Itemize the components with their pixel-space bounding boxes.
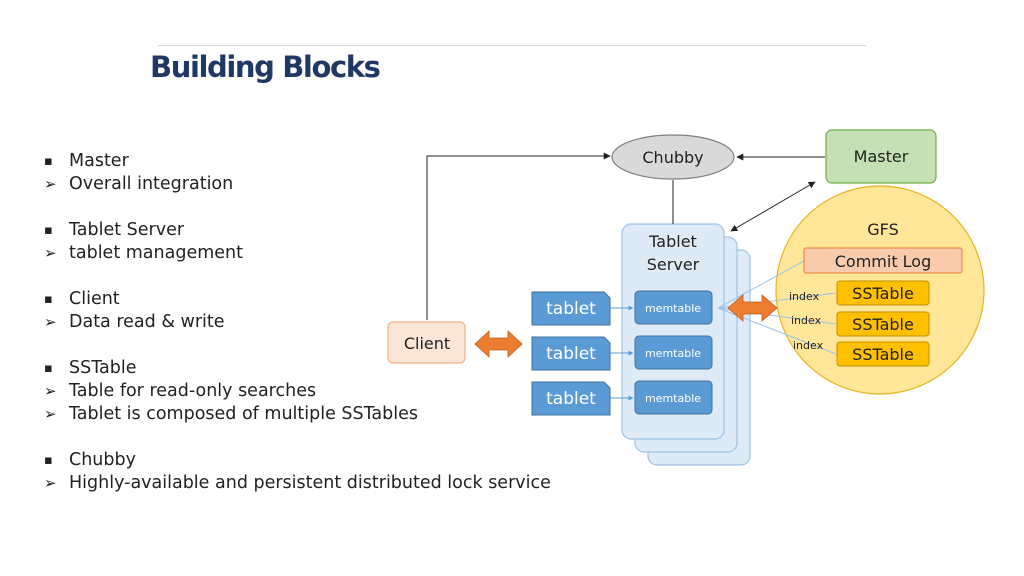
sstable-label-1: SSTable: [852, 284, 914, 303]
memtable-box-3: [634, 380, 713, 415]
sstable-box-3: [836, 341, 930, 367]
tablet-shape-3: [531, 381, 611, 416]
fanout-line-commit-log: [717, 260, 805, 309]
bullet-master: ▪Master: [44, 151, 129, 171]
arrow-bullet-icon: ➢: [44, 313, 57, 331]
tablet-label-3: tablet: [546, 389, 596, 409]
square-bullet-icon: ▪: [44, 292, 53, 307]
slide-title: Building Blocks: [150, 50, 381, 84]
arrow-bullet-icon: ➢: [44, 244, 57, 262]
arrow-bullet-icon: ➢: [44, 175, 57, 193]
bullet-tablet-server-detail: ➢tablet management: [44, 243, 243, 263]
bullet-sstable: ▪SSTable: [44, 358, 137, 378]
tablet-shape-1: [531, 291, 611, 326]
master-node: [825, 129, 937, 184]
tablet-server-label-line2: Server: [647, 255, 700, 274]
index-label-3: index: [793, 339, 824, 352]
commit-log-box: [803, 247, 963, 274]
gfs-label: GFS: [867, 220, 898, 239]
bullet-master-detail: ➢Overall integration: [44, 174, 234, 194]
square-bullet-icon: ▪: [44, 453, 53, 468]
memtable-box-2: [634, 335, 713, 370]
arrow-bullet-icon: ➢: [44, 474, 57, 492]
bullet-chubby-detail: ➢Highly-available and persistent distrib…: [44, 473, 551, 493]
memtable-label-3: memtable: [645, 392, 701, 405]
client-tablet-double-arrow: [474, 330, 523, 358]
square-bullet-icon: ▪: [44, 223, 53, 238]
bullet-sstable-detail-2: ➢Tablet is composed of multiple SSTables: [44, 404, 419, 424]
tablet-server-label-line1: Tablet: [648, 232, 697, 251]
memtable-gfs-double-arrow: [727, 294, 778, 322]
client-to-chubby-arrow: [426, 152, 611, 320]
bullet-list: ▪Master ➢Overall integration ▪Tablet Ser…: [44, 150, 551, 495]
index-label-2: index: [791, 314, 822, 327]
square-bullet-icon: ▪: [44, 154, 53, 169]
bullet-client-detail: ➢Data read & write: [44, 312, 225, 332]
server-master-arrow: [730, 181, 816, 232]
square-bullet-icon: ▪: [44, 361, 53, 376]
arrow-bullet-icon: ➢: [44, 382, 57, 400]
sstable-label-3: SSTable: [852, 345, 914, 364]
sstable-box-2: [836, 311, 930, 337]
commit-log-label: Commit Log: [835, 252, 932, 271]
chubby-node: [611, 134, 735, 180]
memtable-box-1: [634, 290, 713, 325]
bullet-sstable-detail-1: ➢Table for read-only searches: [44, 381, 317, 401]
arrow-bullet-icon: ➢: [44, 405, 57, 423]
tablet-shape-2: [531, 336, 611, 371]
bullet-chubby: ▪Chubby: [44, 450, 136, 470]
client-node: [387, 321, 466, 364]
tablet-label-1: tablet: [546, 299, 596, 319]
tablet-label-2: tablet: [546, 344, 596, 364]
top-divider: [158, 45, 866, 46]
master-label: Master: [854, 147, 909, 166]
memtable-label-2: memtable: [645, 347, 701, 360]
bullet-tablet-server: ▪Tablet Server: [44, 220, 185, 240]
client-label: Client: [404, 334, 450, 353]
index-label-1: index: [789, 290, 820, 303]
bullet-client: ▪Client: [44, 289, 120, 309]
sstable-label-2: SSTable: [852, 315, 914, 334]
chubby-label: Chubby: [642, 148, 703, 167]
memtable-label-1: memtable: [645, 302, 701, 315]
sstable-box-1: [836, 280, 930, 306]
